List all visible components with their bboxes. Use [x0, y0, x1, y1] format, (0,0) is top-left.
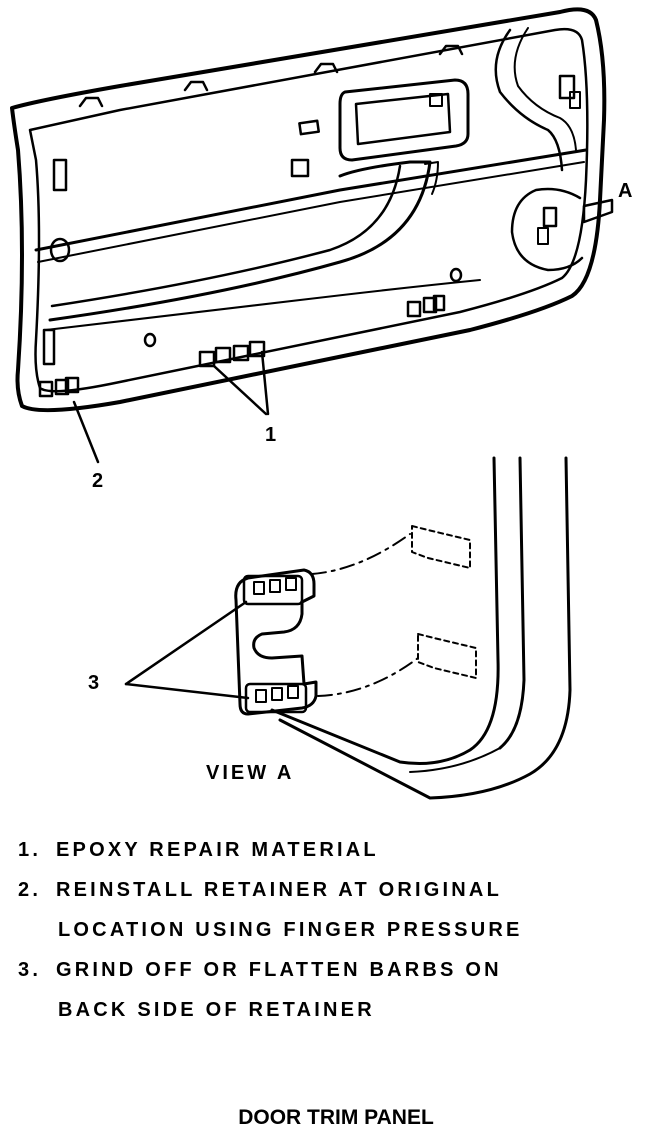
legend-number: 2. — [18, 879, 42, 901]
figure-caption: DOOR TRIM PANEL — [238, 1106, 434, 1129]
legend-text: EPOXY REPAIR MATERIAL — [56, 839, 379, 861]
legend-text: GRIND OFF OR FLATTEN BARBS ON — [56, 959, 502, 981]
callout-2: 2 — [92, 470, 105, 492]
view-a-retainer — [124, 525, 477, 716]
legend-item-2: 2. REINSTALL RETAINER AT ORIGINAL LOCATIO… — [18, 870, 523, 950]
callout-1: 1 — [265, 424, 278, 446]
legend-item-3: 3. GRIND OFF OR FLATTEN BARBS ON BACK SID… — [18, 950, 523, 1030]
legend-item-1: 1. EPOXY REPAIR MATERIAL — [18, 830, 523, 870]
legend-text-continued: BACK SIDE OF RETAINER — [58, 999, 375, 1021]
view-a-label: VIEW A — [206, 762, 295, 784]
view-a-frame — [270, 456, 572, 800]
callout-leaders — [72, 350, 270, 464]
callout-a: A — [618, 180, 634, 202]
door-trim-diagram — [10, 7, 614, 800]
legend-text: REINSTALL RETAINER AT ORIGINAL — [56, 879, 502, 901]
door-panel — [10, 7, 614, 413]
legend-list: 1. EPOXY REPAIR MATERIAL 2. REINSTALL RETA… — [18, 830, 523, 1030]
legend-number: 3. — [18, 959, 42, 981]
legend-number: 1. — [18, 839, 42, 861]
callout-3: 3 — [88, 672, 101, 694]
legend-text-continued: LOCATION USING FINGER PRESSURE — [58, 919, 523, 941]
